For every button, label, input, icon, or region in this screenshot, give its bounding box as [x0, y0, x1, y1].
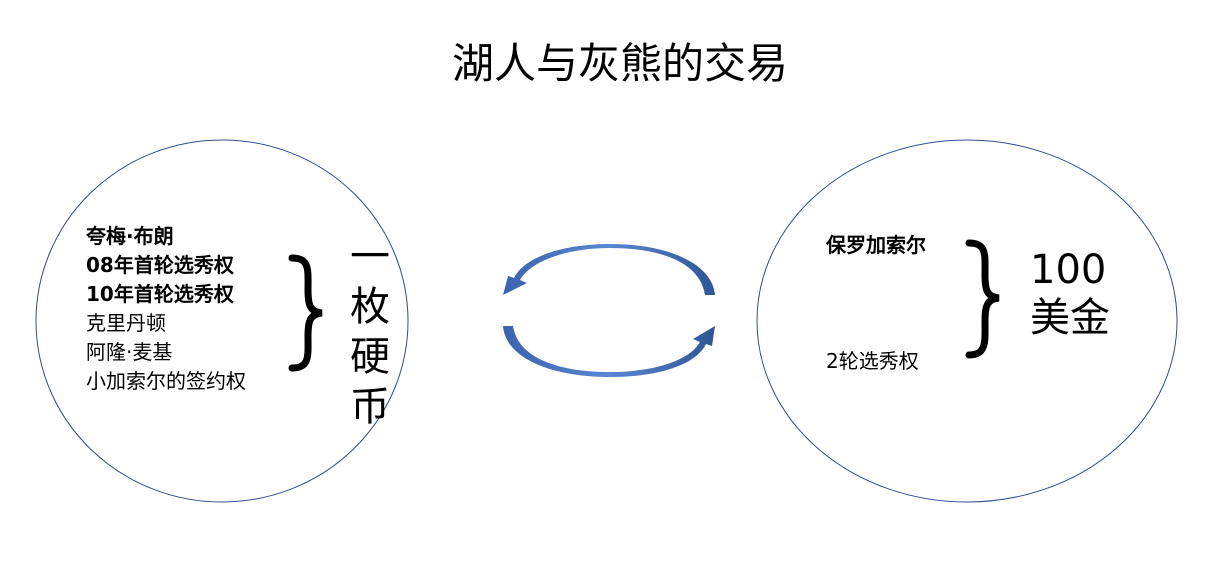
right-value: 100 美金 — [1030, 246, 1110, 342]
arrow-left-icon — [503, 244, 715, 295]
list-item: 08年首轮选秀权 — [86, 253, 234, 277]
left-items: 夸梅·布朗 08年首轮选秀权 10年首轮选秀权 克里丹顿 阿隆·麦基 小加索尔的… — [86, 222, 246, 396]
left-brace — [288, 254, 323, 372]
right-value-amount: 100 — [1030, 247, 1107, 293]
right-ellipse — [756, 139, 1178, 503]
right-brace — [965, 239, 1000, 359]
list-item: 夸梅·布朗 — [86, 224, 174, 248]
list-item: 阿隆·麦基 — [86, 340, 173, 364]
list-item: 克里丹顿 — [86, 311, 166, 335]
right-item: 2轮选秀权 — [826, 349, 919, 373]
arrow-right-icon — [503, 326, 715, 377]
list-item: 小加索尔的签约权 — [86, 369, 246, 393]
left-ellipse — [35, 139, 409, 503]
list-item: 10年首轮选秀权 — [86, 282, 234, 306]
left-value: 一枚硬币 — [350, 234, 390, 430]
diagram-title: 湖人与灰熊的交易 — [451, 39, 788, 88]
right-value-unit: 美金 — [1030, 295, 1110, 341]
right-item: 保罗加索尔 — [826, 233, 926, 257]
